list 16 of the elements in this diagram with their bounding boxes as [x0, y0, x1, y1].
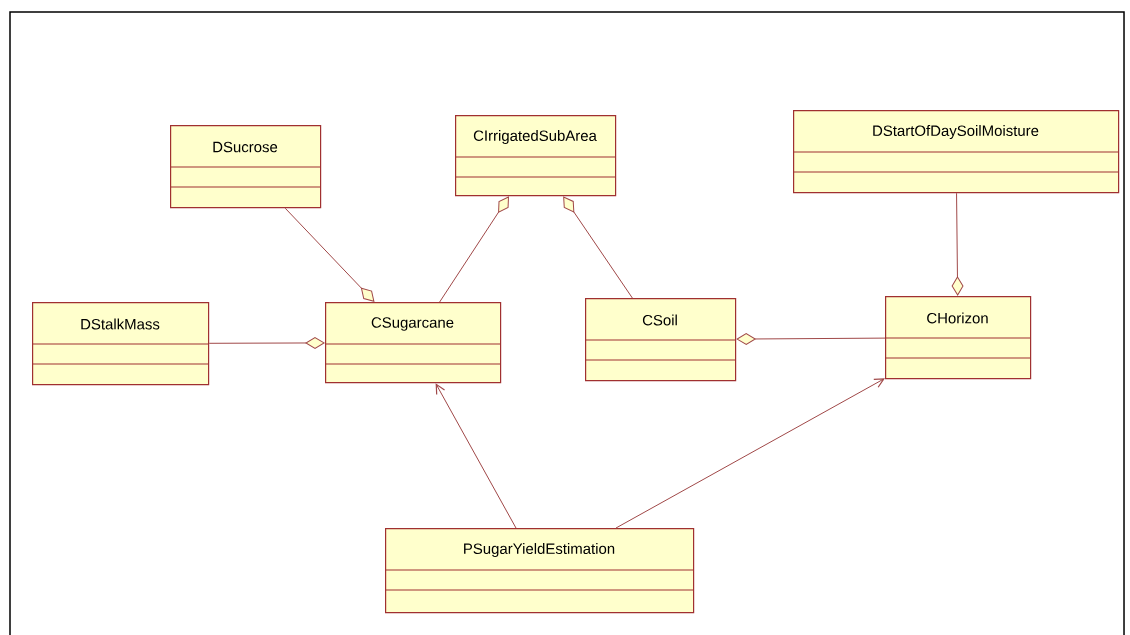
- class-box: CSoil: [584, 298, 737, 382]
- class-box: DSucrose: [169, 125, 322, 209]
- aggregation-line: [951, 192, 964, 296]
- aggregation-line: [439, 196, 509, 303]
- class-box: PSugarYieldEstimation: [384, 528, 695, 614]
- class-box: DStalkMass: [31, 302, 210, 386]
- class-box: CSugarcane: [324, 302, 502, 384]
- arrow: [435, 383, 517, 529]
- class-box: CHorizon: [884, 296, 1032, 380]
- aggregation-line: [208, 337, 325, 349]
- aggregation-line: [563, 196, 633, 299]
- aggregation-line: [284, 207, 375, 302]
- arrow: [615, 378, 885, 529]
- aggregation-line: [736, 333, 886, 345]
- class-box: CIrrigatedSubArea: [454, 115, 617, 197]
- class-box: DStartOfDaySoilMoisture: [792, 110, 1120, 194]
